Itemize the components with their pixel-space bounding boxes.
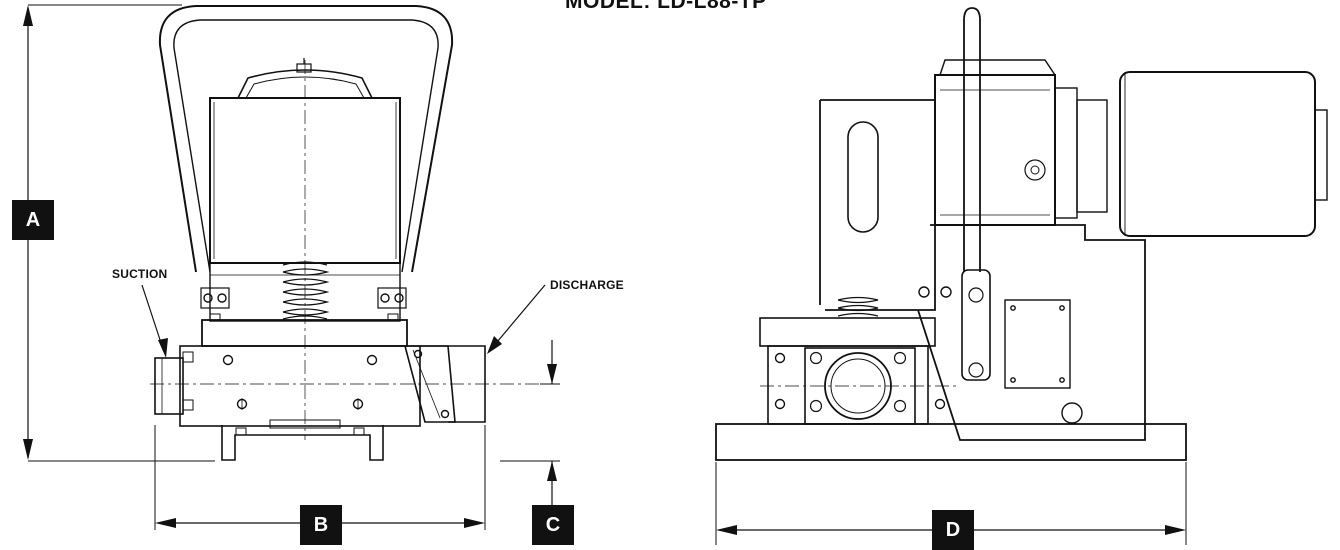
dimension-label-b: B xyxy=(300,505,342,545)
dimension-label-a: A xyxy=(12,200,54,240)
dimension-label-d: D xyxy=(932,510,974,550)
dimension-label-c: C xyxy=(532,505,574,545)
drawing-title: MODEL: LD-L88-TP xyxy=(565,0,767,13)
side-view xyxy=(715,7,1328,545)
discharge-callout: DISCHARGE xyxy=(550,278,624,292)
front-view xyxy=(23,4,560,530)
suction-callout: SUCTION xyxy=(112,267,168,281)
